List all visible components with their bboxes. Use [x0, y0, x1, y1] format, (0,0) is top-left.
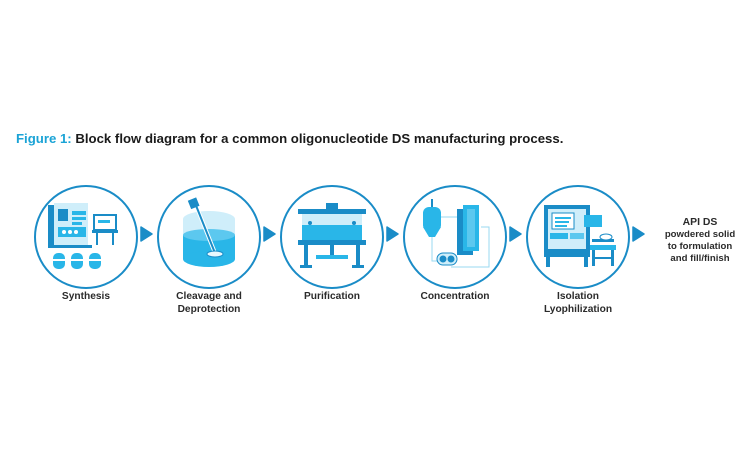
step-circle: [34, 185, 138, 289]
final-line: powdered solid: [664, 229, 736, 240]
step-circle: [526, 185, 630, 289]
arrow-right-icon: [140, 226, 153, 242]
step-circle: [157, 185, 261, 289]
reactor-vessel-icon: [183, 197, 235, 267]
figure-caption: Figure 1: Block flow diagram for a commo…: [16, 131, 736, 146]
final-output-text: API DS powdered solid to formulation and…: [650, 217, 750, 265]
arrow-right-icon: [386, 226, 399, 242]
caption-text: Block flow diagram for a common oligonuc…: [75, 131, 564, 146]
final-line: and fill/finish: [670, 253, 730, 264]
final-title: API DS: [682, 217, 718, 228]
step-circle: [403, 185, 507, 289]
chromatography-column-icon: [298, 203, 366, 268]
arrow-right-icon: [263, 226, 276, 242]
step-label: Cleavage and Deprotection: [176, 291, 242, 315]
step-label: Purification: [303, 291, 361, 302]
arrow-right-icon: [632, 226, 645, 242]
step-label: Isolation Lyophilization: [543, 291, 613, 315]
arrow-right-icon: [509, 226, 522, 242]
final-line: to formulation: [667, 241, 733, 252]
synthesizer-icon: [48, 203, 118, 269]
filtration-unit-icon: [423, 199, 490, 268]
lyophilizer-icon: [544, 205, 616, 267]
step-label: Synthesis: [61, 291, 111, 302]
figure-label: Figure 1:: [16, 131, 72, 146]
step-circle: [280, 185, 384, 289]
step-label: Concentration: [420, 291, 490, 302]
